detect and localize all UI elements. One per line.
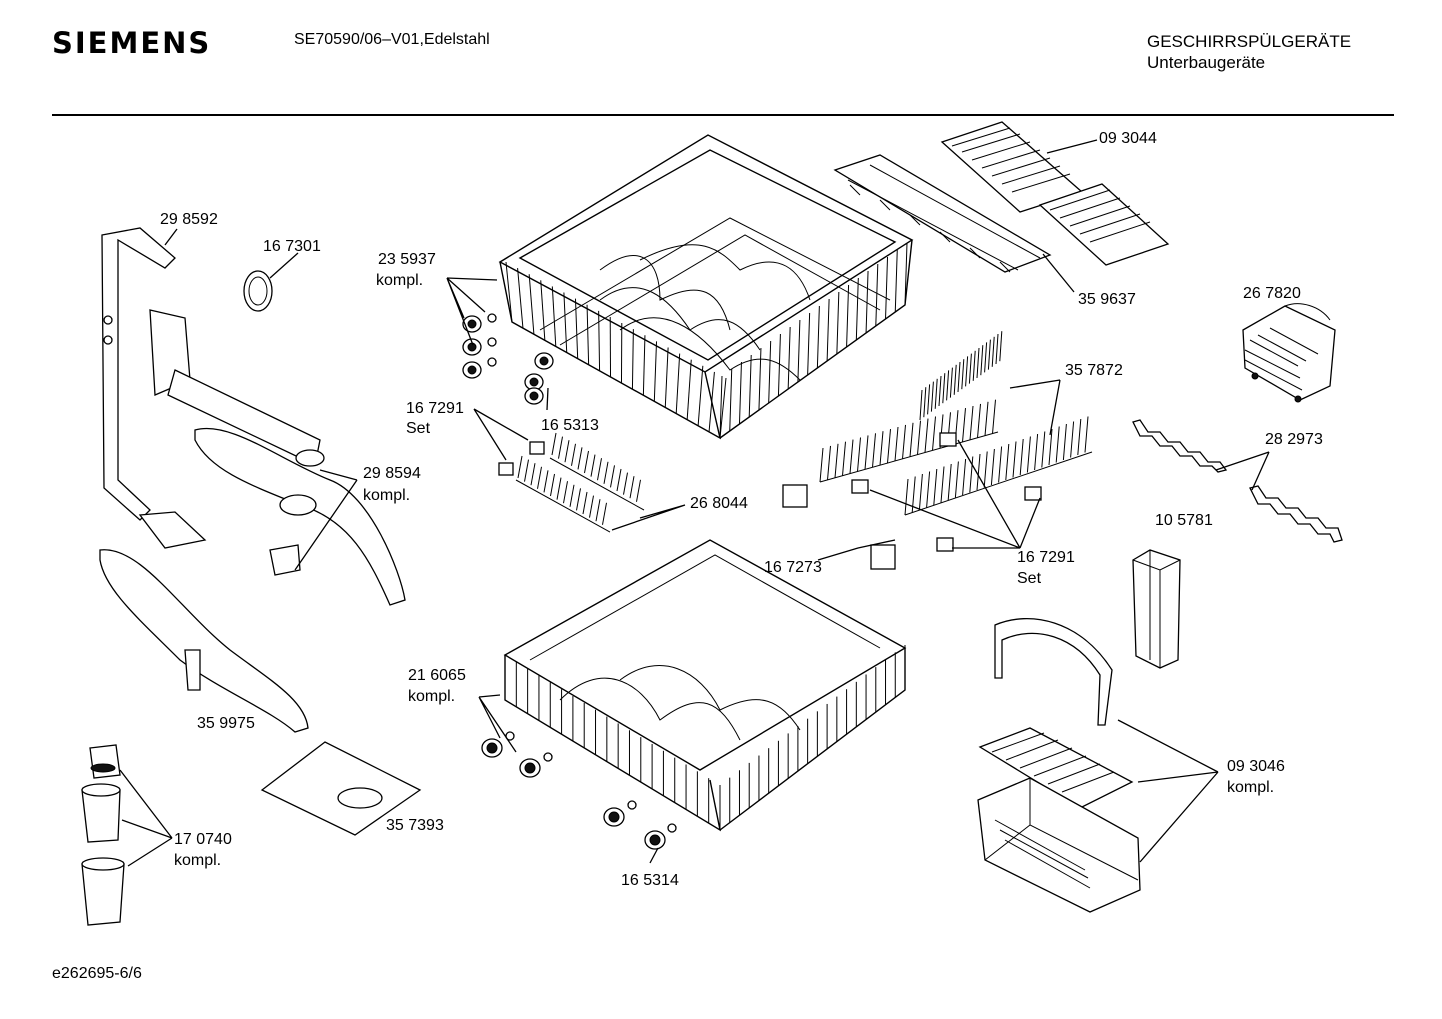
label-167291-upper: 16 7291 (406, 400, 464, 417)
label-298594: 29 8594 (363, 465, 421, 482)
header-divider (52, 114, 1394, 116)
cutlery-basket (977, 777, 1141, 913)
basket-handle (994, 618, 1113, 726)
label-267820: 26 7820 (1243, 285, 1301, 302)
tine-row-large (819, 331, 1093, 516)
label-235937-kompl: kompl. (376, 272, 423, 289)
document-id: e262695-6/6 (52, 965, 142, 982)
part-labels: 29 8592 16 7301 23 5937 kompl. 09 3044 3… (160, 130, 1323, 889)
model-number: SE70590/06–V01,Edelstahl (294, 31, 490, 48)
category-title: GESCHIRRSPÜLGERÄTE (1147, 32, 1352, 51)
label-167273: 16 7273 (764, 559, 822, 576)
cup-shelf-rack (833, 154, 1052, 273)
upper-spray-arm (194, 427, 406, 606)
label-357393: 35 7393 (386, 817, 444, 834)
label-282973: 28 2973 (1265, 431, 1323, 448)
label-167301: 16 7301 (263, 238, 321, 255)
lower-basket-rungs (504, 645, 906, 830)
label-359637: 35 9637 (1078, 291, 1136, 308)
bottle-holder-rack (1132, 419, 1343, 543)
upper-basket-rungs (505, 242, 908, 439)
lower-basket-wheels (481, 731, 677, 850)
lower-spray-arm (99, 549, 309, 733)
brand-logo: SIEMENS (52, 26, 212, 60)
label-235937: 23 5937 (378, 251, 436, 268)
label-093046: 09 3046 (1227, 758, 1285, 775)
tine-row-small (515, 432, 645, 533)
leader-lines (119, 139, 1270, 867)
label-165313: 16 5313 (541, 417, 599, 434)
lower-basket (503, 539, 907, 832)
upper-basket-wheels (462, 313, 554, 405)
label-298594-kompl: kompl. (363, 487, 410, 504)
label-105781: 10 5781 (1155, 512, 1213, 529)
label-165314: 16 5314 (621, 872, 679, 889)
appliance-category: GESCHIRRSPÜLGERÄTE Unterbaugeräte (1147, 31, 1351, 73)
spray-arm-pipe (101, 227, 325, 549)
label-359975: 35 9975 (197, 715, 255, 732)
label-093044: 09 3044 (1099, 130, 1157, 147)
label-357872: 35 7872 (1065, 362, 1123, 379)
label-093046-kompl: kompl. (1227, 779, 1274, 796)
label-170740: 17 0740 (174, 831, 232, 848)
rack-clips (498, 432, 1042, 570)
label-268044: 26 8044 (690, 495, 748, 512)
category-subtitle: Unterbaugeräte (1147, 53, 1266, 72)
label-167291-lower-set: Set (1017, 570, 1042, 587)
label-170740-kompl: kompl. (174, 852, 221, 869)
label-298592: 29 8592 (160, 211, 218, 228)
upper-basket (498, 134, 914, 440)
label-167291-upper-set: Set (406, 420, 431, 437)
filter-plate (260, 741, 422, 836)
label-216065: 21 6065 (408, 667, 466, 684)
label-216065-kompl: kompl. (408, 688, 455, 705)
small-cutlery-basket (1242, 303, 1336, 403)
filter-cap (243, 270, 273, 312)
label-167291-lower: 16 7291 (1017, 549, 1075, 566)
cutlery-container (1132, 549, 1181, 669)
cup-shelf-upper (940, 121, 1170, 266)
filter-system (81, 744, 125, 926)
